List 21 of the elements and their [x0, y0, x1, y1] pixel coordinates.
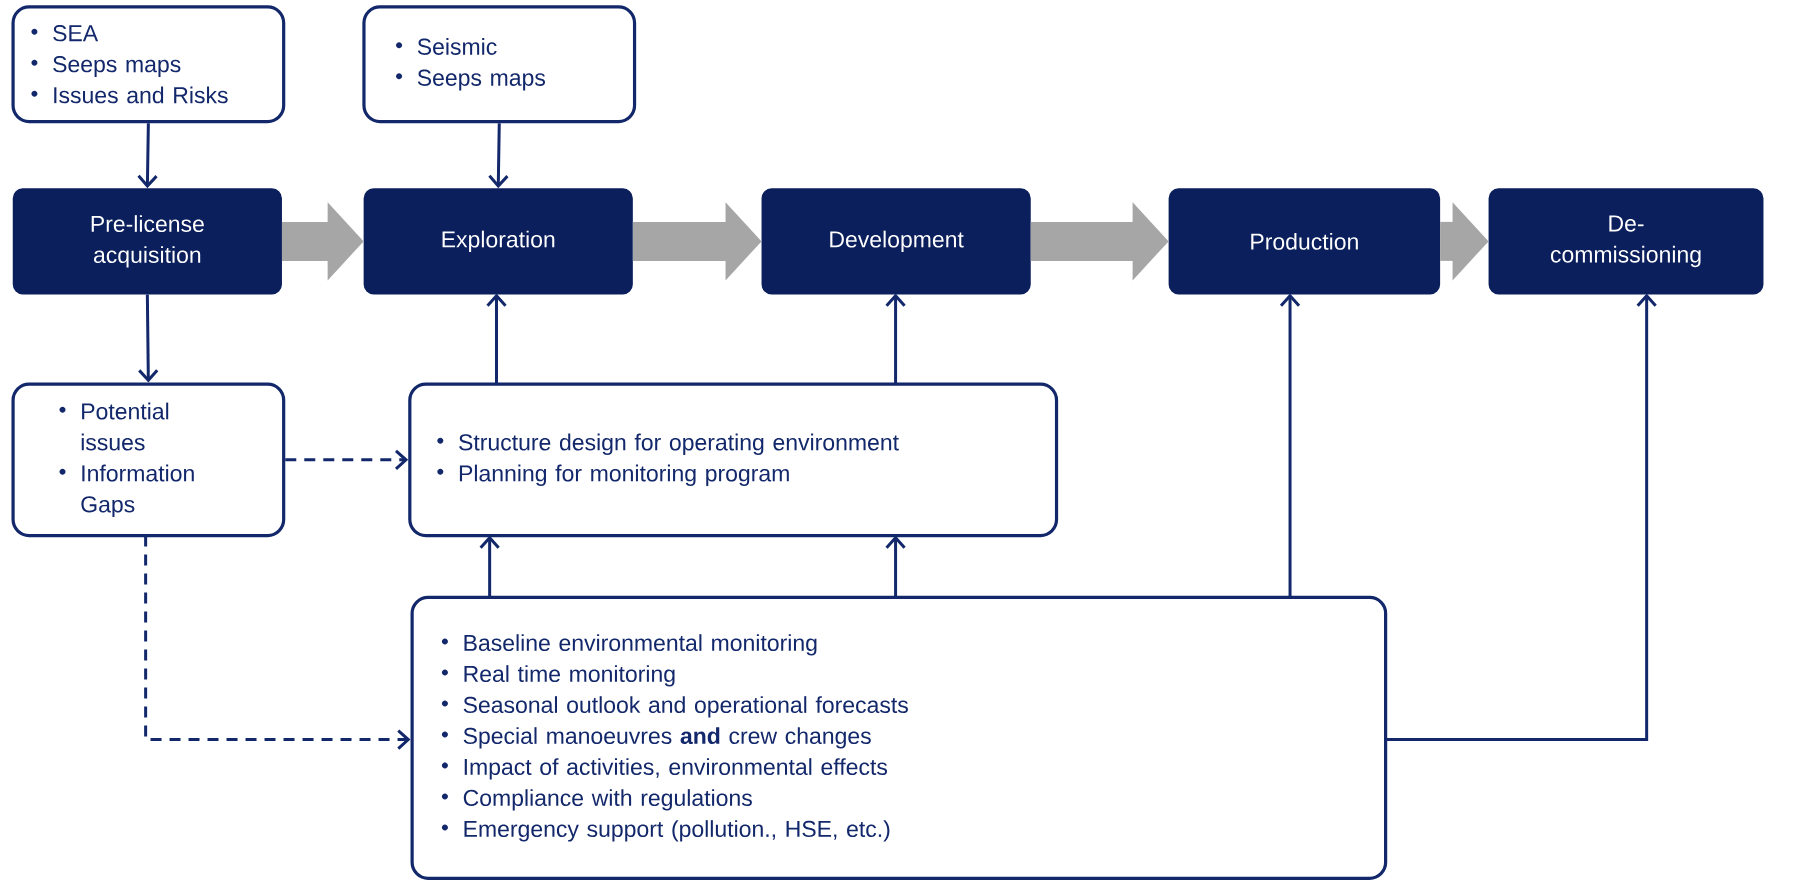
bullet-list-box: Structure design for operating environment Planning for monitoring program: [408, 382, 1059, 538]
arrow: [479, 535, 500, 598]
stage-box: Pre-license acquisition: [12, 188, 282, 295]
arrow: [885, 535, 906, 598]
dashed-arrow: [285, 449, 409, 470]
bullet-list-box: Potential issues Information Gaps: [11, 382, 286, 538]
stage-box: Exploration: [363, 188, 633, 295]
bullet-list-box: SEA Seeps maps Issues and Risks: [11, 5, 286, 124]
stage-box: Production: [1168, 188, 1441, 295]
arrow: [137, 123, 158, 189]
stage-box: De-commissioning: [1488, 188, 1764, 295]
arrow: [885, 293, 906, 385]
arrow: [1279, 293, 1301, 598]
arrow: [486, 293, 507, 385]
bullet-list-box: Baseline environmental monitoring Real time monitoring Seasonal outlook and operational forecasts Special manoeuvres and crew changes Impact of activities, environmental effects Compliance with regulations Emergency support (pollution., HSE, etc.): [410, 595, 1388, 880]
arrow: [138, 294, 159, 383]
arrow: [488, 123, 509, 189]
stage-box: Development: [761, 188, 1031, 295]
dashed-arrow: [144, 535, 411, 750]
arrow: [1384, 293, 1657, 742]
bullet-list-box: Seismic Seeps maps: [362, 5, 637, 124]
